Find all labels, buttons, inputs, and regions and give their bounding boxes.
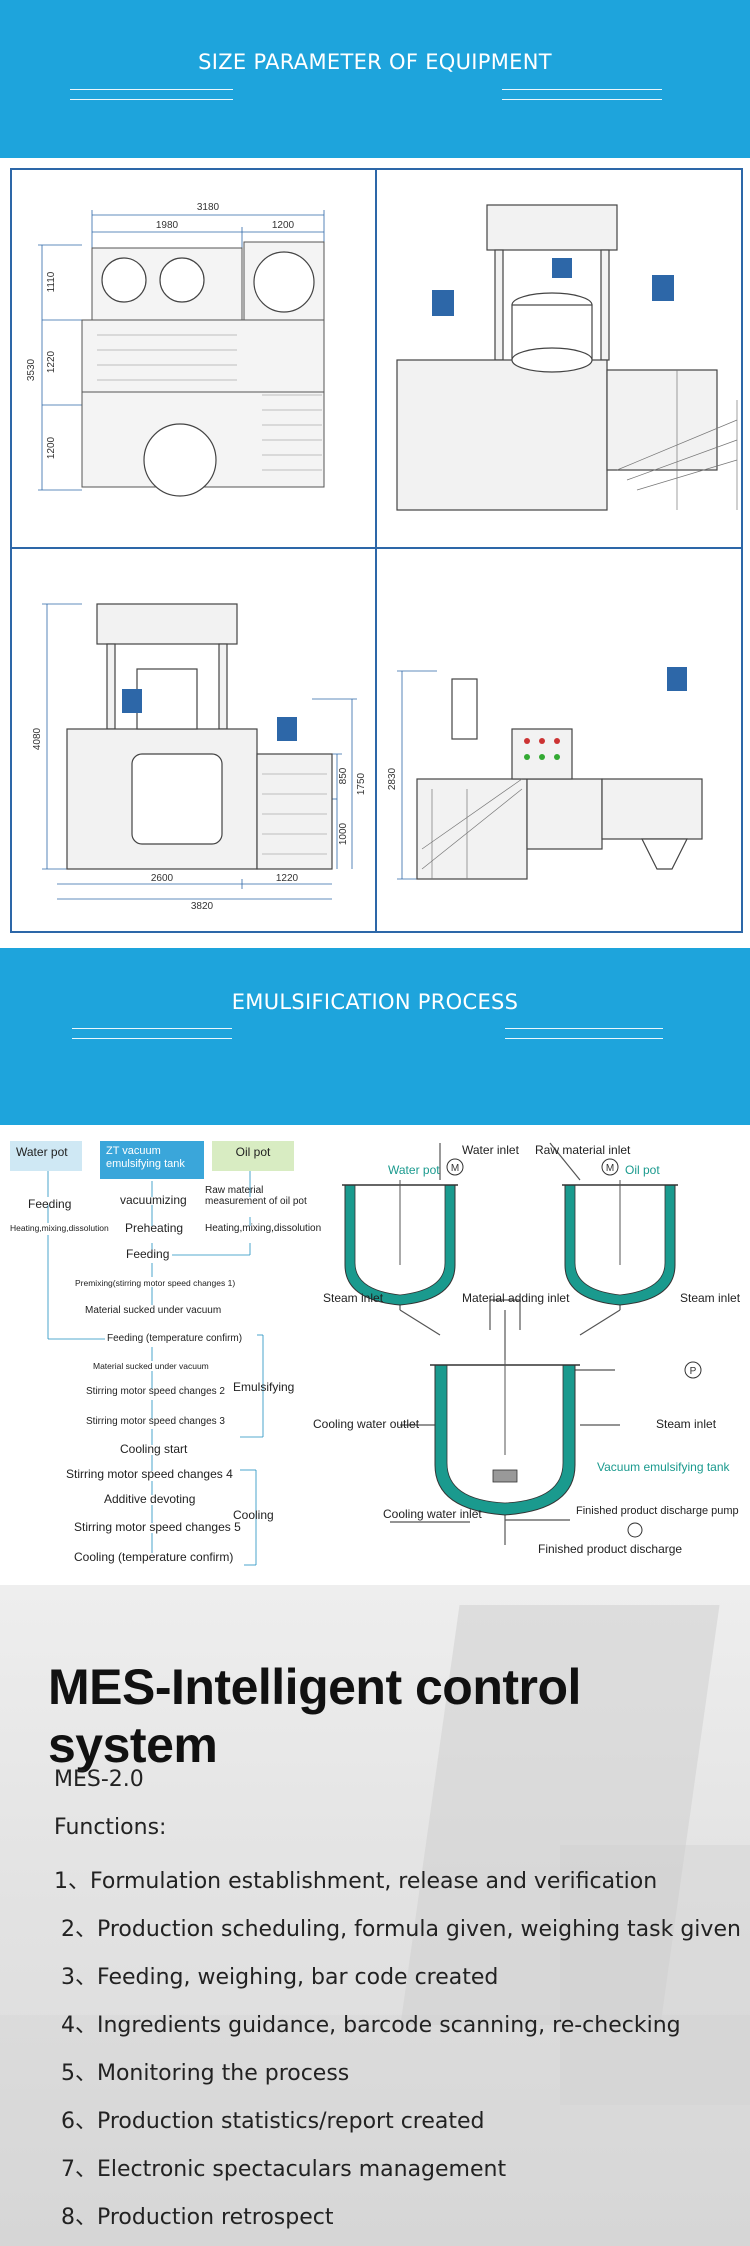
dim-label: 1220 — [276, 873, 299, 884]
step-emulsifying: Emulsifying — [233, 1380, 295, 1394]
function-item: 2、Production scheduling, formula given, … — [54, 1917, 741, 1942]
function-item: 6、Production statistics/report created — [54, 2109, 485, 2134]
step-cooling-start: Cooling start — [120, 1442, 188, 1456]
water-pot-header: Water pot — [10, 1141, 82, 1171]
emulsification-banner: EMULSIFICATION PROCESS — [0, 948, 750, 1125]
step-feeding-mid: Feeding — [126, 1247, 170, 1261]
dim-label: 1220 — [46, 350, 57, 373]
label-steam-inlet-tank: Steam inlet — [656, 1417, 717, 1431]
dim-label: 2600 — [151, 873, 174, 884]
emulsification-title: EMULSIFICATION PROCESS — [231, 990, 519, 1014]
step-sucked-2: Material sucked under vacuum — [93, 1361, 209, 1371]
isometric-view-drawing — [377, 170, 743, 547]
label-cooling-water-inlet: Cooling water inlet — [383, 1507, 482, 1521]
label-steam-inlet-left: Steam inlet — [323, 1291, 384, 1305]
equipment-drawings: 3180 1980 1200 3530 1110 1220 1200 — [10, 168, 743, 933]
function-item: 3、Feeding, weighing, bar code created — [54, 1965, 499, 1990]
pump-icon: P — [690, 1366, 697, 1377]
banner-rule — [502, 99, 662, 100]
dim-label: 4080 — [32, 727, 43, 750]
function-item: 5、Monitoring the process — [54, 2061, 350, 2086]
label-material-adding-inlet: Material adding inlet — [462, 1291, 570, 1305]
dim-label: 1110 — [46, 271, 57, 292]
label-water-inlet: Water inlet — [462, 1143, 519, 1157]
functions-label: Functions: — [54, 1815, 167, 1840]
banner-rule — [505, 1038, 663, 1039]
label-discharge: Finished product discharge — [538, 1542, 683, 1556]
mes-title: MES-Intelligent control system — [48, 1659, 581, 1773]
label-steam-inlet-right: Steam inlet — [680, 1291, 741, 1305]
banner-rule — [72, 1038, 232, 1039]
step-additive: Additive devoting — [104, 1492, 196, 1506]
banner-rule — [72, 1028, 232, 1029]
label-raw-material-inlet: Raw material inlet — [535, 1143, 631, 1157]
dim-label: 1200 — [46, 436, 57, 459]
size-parameter-title: SIZE PARAMETER OF EQUIPMENT — [198, 50, 552, 74]
banner-rule — [502, 89, 662, 90]
step-feeding-temp: Feeding (temperature confirm) — [107, 1333, 243, 1344]
dim-label: 3180 — [197, 202, 220, 213]
size-parameter-banner: SIZE PARAMETER OF EQUIPMENT — [0, 0, 750, 158]
step-stirring-5: Stirring motor speed changes 5 — [74, 1520, 241, 1534]
step-cooling-confirm: Cooling (temperature confirm) — [74, 1550, 234, 1564]
function-item: 4、Ingredients guidance, barcode scanning… — [54, 2013, 681, 2038]
dim-label: 850 — [338, 767, 349, 784]
oil-pot-header: Oil pot — [212, 1141, 294, 1171]
process-schematic: M M P — [342, 1142, 702, 1545]
flow-connectors — [47, 1171, 264, 1566]
dim-label: 3530 — [26, 358, 37, 381]
mes-version: MES-2.0 — [54, 1767, 144, 1792]
grid-divider — [12, 547, 741, 549]
step-stirring-4: Stirring motor speed changes 4 — [66, 1467, 233, 1481]
label-oil-pot: Oil pot — [625, 1163, 660, 1177]
tank-header: ZT vacuum emulsifying tank — [100, 1141, 204, 1179]
step-vacuumizing: vacuumizing — [120, 1193, 187, 1207]
label-cooling-water-outlet: Cooling water outlet — [313, 1417, 420, 1431]
front-view-drawing: 4080 1750 850 1000 2600 1220 3820 — [12, 549, 375, 933]
motor-icon: M — [451, 1163, 459, 1174]
step-premixing: Premixing(stirring motor speed changes 1… — [75, 1278, 236, 1288]
dim-label: 1200 — [272, 220, 295, 231]
step-stirring-2: Stirring motor speed changes 2 — [86, 1386, 225, 1397]
banner-rule — [70, 99, 233, 100]
side-view-drawing: 2830 — [377, 549, 743, 933]
background-machine — [560, 1845, 750, 2105]
top-view-drawing: 3180 1980 1200 3530 1110 1220 1200 — [12, 170, 375, 547]
dim-label: 1750 — [356, 772, 367, 795]
banner-rule — [70, 89, 233, 90]
step-heating-right: Heating,mixing,dissolution — [205, 1223, 322, 1234]
label-vacuum-tank: Vacuum emulsifying tank — [597, 1460, 730, 1474]
step-preheating: Preheating — [125, 1221, 184, 1235]
mes-section: MES-Intelligent control system MES-2.0 F… — [0, 1585, 750, 2246]
label-water-pot: Water pot — [388, 1163, 440, 1177]
emulsification-process: Water pot ZT vacuum emulsifying tank Oil… — [0, 1125, 750, 1585]
banner-rule — [505, 1028, 663, 1029]
dim-label: 2830 — [387, 767, 398, 790]
dim-label: 1000 — [338, 822, 349, 845]
motor-icon: M — [606, 1163, 614, 1174]
step-sucked-1: Material sucked under vacuum — [85, 1305, 222, 1316]
background-floor — [0, 2015, 750, 2246]
step-feeding-left: Feeding — [28, 1197, 72, 1211]
dim-label: 1980 — [156, 220, 179, 231]
function-item: 8、Production retrospect — [54, 2205, 334, 2230]
function-item: 7、Electronic spectaculars management — [54, 2157, 507, 2182]
grid-divider — [375, 170, 377, 931]
step-heating-left: Heating,mixing,dissolution — [10, 1223, 109, 1233]
dim-label: 3820 — [191, 901, 214, 912]
step-cooling: Cooling — [233, 1508, 274, 1522]
label-discharge-pump: Finished product discharge pump — [576, 1505, 739, 1517]
step-stirring-3: Stirring motor speed changes 3 — [86, 1416, 225, 1427]
function-item: 1、Formulation establishment, release and… — [54, 1869, 658, 1894]
step-raw-material: Raw material measurement of oil pot — [205, 1185, 307, 1207]
